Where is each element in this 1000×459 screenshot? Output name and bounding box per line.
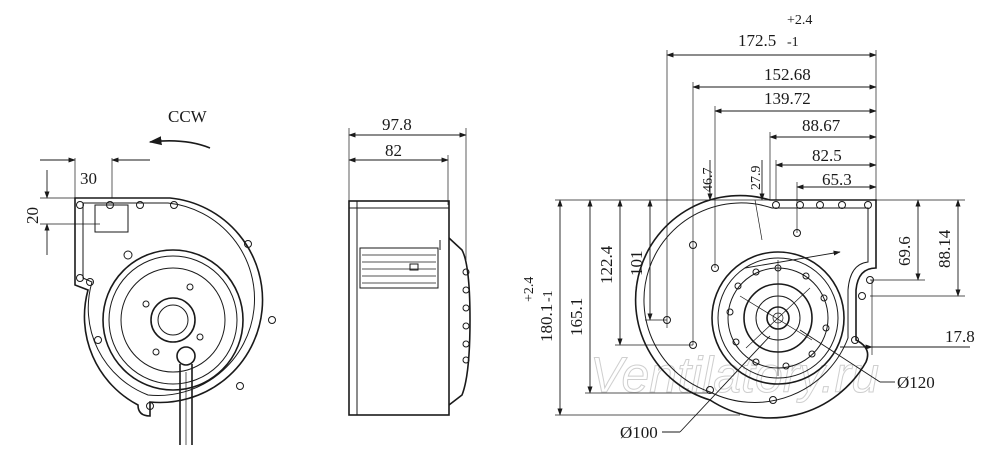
dim-180-1-tol-minus: -1 <box>541 290 556 302</box>
rotation-label: CCW <box>168 107 208 126</box>
dim-172-5-tol-minus: -1 <box>787 35 799 50</box>
dim-82-5-label: 82.5 <box>812 146 842 165</box>
dim-17-8-label: 17.8 <box>945 327 975 346</box>
dim-97-8-label: 97.8 <box>382 115 412 134</box>
watermark: Ventilatory.ru <box>590 347 879 403</box>
dim-88-67-label: 88.67 <box>802 116 841 135</box>
dim-30-label: 30 <box>80 169 97 188</box>
dim-101-label: 101 <box>627 251 646 277</box>
dim-20-label: 20 <box>23 207 42 224</box>
dia-120-label: Ø120 <box>897 373 935 392</box>
mounting-view: 172.5 +2.4 -1 152.68 139.72 88.67 82.5 6… <box>522 13 975 442</box>
front-view: CCW 30 20 <box>23 107 276 445</box>
dim-152-68-label: 152.68 <box>764 65 811 84</box>
dim-82-label: 82 <box>385 141 402 160</box>
dim-27-9-label: 27.9 <box>749 166 764 191</box>
dim-180-1-tol-plus: +2.4 <box>522 277 537 302</box>
dim-65-3-label: 65.3 <box>822 170 852 189</box>
rotation-arrow-icon <box>148 136 211 149</box>
dim-122-4-label: 122.4 <box>597 245 616 284</box>
dim-180-1-label: 180.1 <box>537 304 556 342</box>
dim-88-14-label: 88.14 <box>935 229 954 268</box>
dim-172-5-tol-plus: +2.4 <box>787 13 812 28</box>
dia-100-label: Ø100 <box>620 423 658 442</box>
side-view: 97.8 82 <box>348 115 471 416</box>
dim-139-72-label: 139.72 <box>764 89 811 108</box>
dim-165-1-label: 165.1 <box>567 298 586 336</box>
dim-46-7-label: 46.7 <box>701 168 716 193</box>
dim-172-5-label: 172.5 <box>738 31 776 50</box>
dim-69-6-label: 69.6 <box>895 236 914 266</box>
